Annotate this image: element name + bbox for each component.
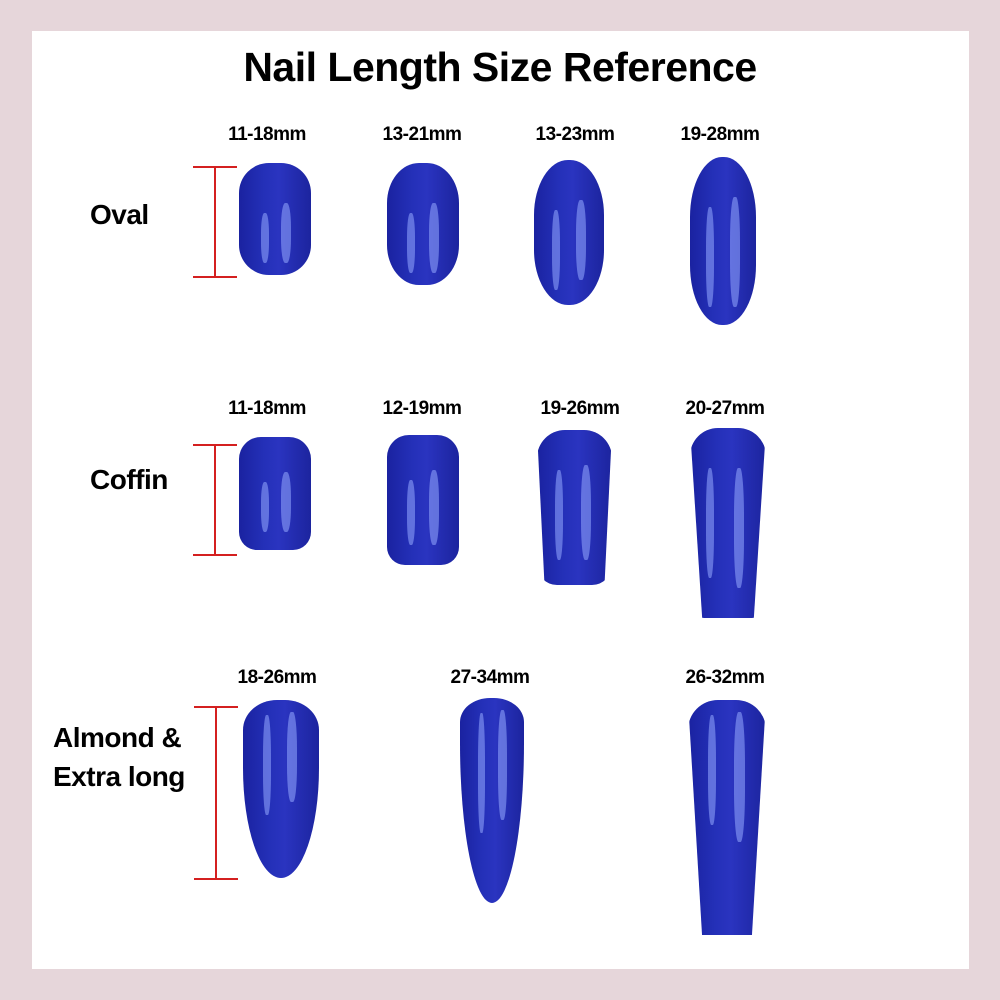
size-label: 19-26mm <box>540 398 620 419</box>
size-label: 26-32mm <box>685 667 765 688</box>
nail-oval-3 <box>534 160 604 305</box>
row-label-oval: Oval <box>90 199 149 230</box>
row-label-coffin: Coffin <box>90 464 168 495</box>
nail-almond-1 <box>243 700 319 878</box>
size-label: 12-19mm <box>382 398 462 419</box>
size-label: 27-34mm <box>450 667 530 688</box>
nail-extra-long <box>688 700 766 935</box>
row-label-almond-line2: Extra long <box>53 761 185 792</box>
length-bracket <box>193 166 237 278</box>
length-bracket <box>193 444 237 556</box>
nail-coffin-1 <box>239 437 311 550</box>
nail-coffin-4 <box>690 428 766 618</box>
nail-oval-1 <box>239 163 311 275</box>
row-label-almond-line1: Almond & <box>53 722 182 753</box>
size-label: 11-18mm <box>228 124 306 145</box>
size-label: 19-28mm <box>680 124 760 145</box>
nail-oval-4 <box>690 157 756 325</box>
size-label: 11-18mm <box>228 398 306 419</box>
nail-coffin-2 <box>387 435 459 565</box>
size-label: 13-23mm <box>535 124 615 145</box>
nail-coffin-3 <box>537 430 612 585</box>
nail-oval-2 <box>387 163 459 285</box>
length-bracket <box>194 706 238 880</box>
size-label: 20-27mm <box>685 398 765 419</box>
size-label: 13-21mm <box>382 124 462 145</box>
page-title: Nail Length Size Reference <box>243 44 757 90</box>
size-label: 18-26mm <box>237 667 317 688</box>
